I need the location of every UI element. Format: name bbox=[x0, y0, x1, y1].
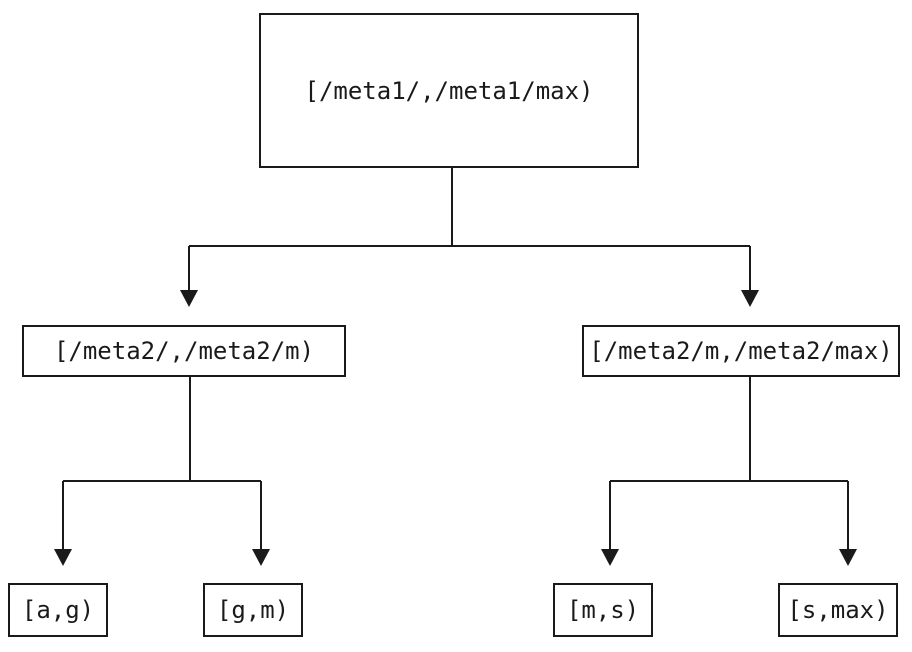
edge-right-subtree bbox=[609, 377, 849, 549]
arrowhead-icon bbox=[741, 290, 759, 307]
connector-left-subtree bbox=[54, 377, 270, 566]
tree-node-level2-right: [/meta2/m,/meta2/max) bbox=[582, 325, 900, 377]
tree-node-root-label: [/meta1/,/meta1/max) bbox=[304, 76, 594, 105]
arrowhead-icon bbox=[180, 290, 198, 307]
tree-node-level2-left-label: [/meta2/,/meta2/m) bbox=[53, 337, 315, 365]
tree-node-leaf-gm-label: [g,m) bbox=[216, 596, 290, 624]
tree-node-leaf-ag-label: [a,g) bbox=[21, 596, 95, 624]
tree-node-leaf-ms-label: [m,s) bbox=[566, 596, 640, 624]
arrowhead-icon bbox=[601, 549, 619, 566]
arrowhead-icon bbox=[54, 549, 72, 566]
edge-left-subtree bbox=[62, 377, 262, 549]
tree-node-leaf-ms: [m,s) bbox=[553, 583, 653, 637]
connector-right-subtree bbox=[601, 377, 857, 566]
tree-node-leaf-gm: [g,m) bbox=[203, 583, 303, 637]
edge-root-trunk bbox=[188, 168, 751, 290]
arrowhead-icon bbox=[252, 549, 270, 566]
tree-node-leaf-smax-label: [s,max) bbox=[787, 596, 889, 624]
tree-node-level2-left: [/meta2/,/meta2/m) bbox=[22, 325, 346, 377]
tree-node-level2-right-label: [/meta2/m,/meta2/max) bbox=[589, 337, 893, 365]
tree-node-root: [/meta1/,/meta1/max) bbox=[259, 13, 639, 168]
tree-node-leaf-smax: [s,max) bbox=[778, 583, 898, 637]
connector-root-to-level2 bbox=[180, 168, 759, 307]
tree-node-leaf-ag: [a,g) bbox=[8, 583, 108, 637]
arrowhead-icon bbox=[839, 549, 857, 566]
